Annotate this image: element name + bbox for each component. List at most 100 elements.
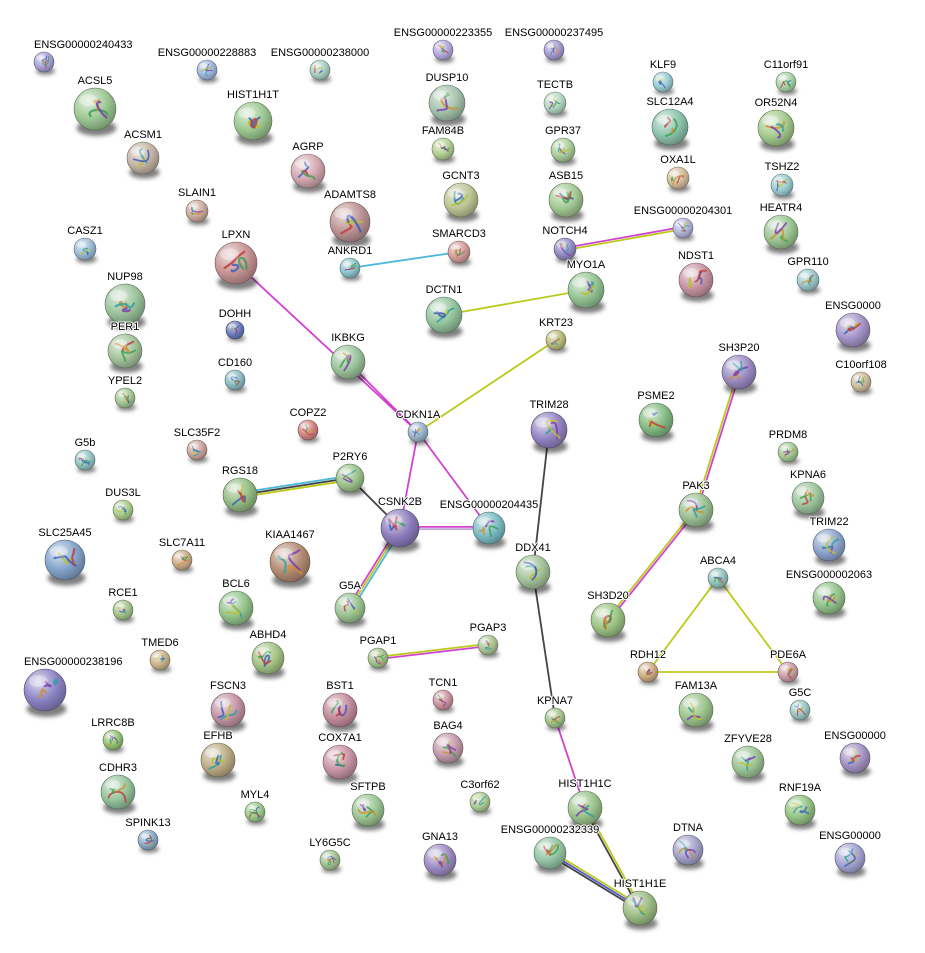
node-LRRC8B[interactable]: LRRC8B	[90, 716, 136, 753]
node-RNF19A[interactable]: RNF19A	[778, 781, 823, 830]
node-RDH12[interactable]: RDH12	[629, 648, 667, 685]
node-ENSG00000228883[interactable]: ENSG00000228883	[157, 46, 257, 83]
node-SH3D20[interactable]: SH3D20	[586, 589, 630, 642]
node-KIAA1467[interactable]: KIAA1467	[264, 528, 316, 588]
node-PRDM8[interactable]: PRDM8	[768, 428, 808, 465]
node-DDX41[interactable]: DDX41	[514, 541, 552, 594]
node-TCN1[interactable]: TCN1	[428, 676, 458, 713]
node-KLF9[interactable]: KLF9	[649, 58, 677, 95]
node-ZFYVE28[interactable]: ZFYVE28	[723, 732, 773, 783]
edge-LPXN-CDKN1A[interactable]	[235, 262, 419, 433]
node-ENSG-R2[interactable]: ENSG000002063	[785, 568, 873, 619]
node-SLC25A45[interactable]: SLC25A45	[37, 526, 93, 586]
edge-RGS18-P2RY6[interactable]	[239, 474, 351, 499]
node-COPZ2[interactable]: COPZ2	[289, 406, 327, 443]
node-ENSG00000223355[interactable]: ENSG00000223355	[393, 26, 493, 63]
node-DOHH[interactable]: DOHH	[218, 307, 252, 342]
node-ENSG00000238196[interactable]: ENSG00000238196	[23, 655, 123, 717]
node-FSCN3[interactable]: FSCN3	[209, 679, 247, 732]
edge-PGAP1-PGAP3[interactable]	[377, 643, 489, 660]
node-PER1[interactable]: PER1	[107, 320, 143, 373]
node-SLC12A4[interactable]: SLC12A4	[645, 95, 695, 151]
node-RGS18[interactable]: RGS18	[221, 464, 259, 517]
node-SLC35F2[interactable]: SLC35F2	[173, 426, 221, 463]
node-PAK3[interactable]: PAK3	[678, 479, 714, 532]
node-HIST1H1T[interactable]: HIST1H1T	[226, 88, 280, 146]
node-TSHZ2[interactable]: TSHZ2	[764, 160, 800, 200]
node-SLC7A11[interactable]: SLC7A11	[158, 536, 206, 573]
node-FAM13A[interactable]: FAM13A	[674, 679, 719, 732]
node-YPEL2[interactable]: YPEL2	[107, 374, 143, 411]
node-PDE6A[interactable]: PDE6A	[769, 648, 808, 685]
node-MYL4[interactable]: MYL4	[240, 788, 270, 825]
node-ANKRD1[interactable]: ANKRD1	[327, 244, 373, 281]
node-ENSG00000238000[interactable]: ENSG00000238000	[270, 46, 370, 83]
node-LPXN[interactable]: LPXN	[214, 228, 258, 290]
node-GPR37[interactable]: GPR37	[544, 124, 582, 166]
node-DUS3L[interactable]: DUS3L	[104, 486, 142, 523]
node-ADAMTS8[interactable]: ADAMTS8	[323, 188, 377, 248]
node-BAG4[interactable]: BAG4	[432, 719, 464, 768]
node-HIST1H1C[interactable]: HIST1H1C	[557, 777, 613, 830]
node-OR52N4[interactable]: OR52N4	[754, 96, 798, 152]
node-ACSL5[interactable]: ACSL5	[73, 74, 117, 136]
edge-SH3P20-PAK3[interactable]	[694, 371, 741, 511]
node-KPNA6[interactable]: KPNA6	[789, 468, 827, 519]
node-PGAP1[interactable]: PGAP1	[359, 634, 397, 671]
node-OXA1L[interactable]: OXA1L	[659, 153, 697, 193]
node-GCNT3[interactable]: GCNT3	[441, 169, 481, 222]
node-SFTPB[interactable]: SFTPB	[349, 780, 387, 831]
edge-CDKN1A-ENSG00000204435[interactable]	[417, 431, 490, 529]
node-CSNK2B[interactable]: CSNK2B	[377, 495, 423, 553]
node-GNA13[interactable]: GNA13	[421, 830, 459, 881]
edge-DDX41-KPNA7[interactable]	[532, 571, 556, 719]
node-ENSG-R4[interactable]: ENSG00000	[818, 829, 882, 878]
node-COX7A1[interactable]: COX7A1	[317, 731, 363, 784]
node-ENSG00000232339[interactable]: ENSG00000232339	[500, 823, 600, 874]
node-TMED6[interactable]: TMED6	[140, 636, 180, 673]
edge-ABCA4-RDH12[interactable]	[647, 577, 719, 673]
edge-ABCA4-PDE6A[interactable]	[717, 577, 789, 673]
node-C3orf62[interactable]: C3orf62	[459, 778, 501, 815]
node-LY6G5C[interactable]: LY6G5C	[308, 836, 352, 873]
node-DTNA[interactable]: DTNA	[672, 821, 705, 870]
node-HEATR4[interactable]: HEATR4	[759, 201, 803, 254]
node-CDHR3[interactable]: CDHR3	[98, 761, 138, 814]
edge-TRIM28-DDX41[interactable]	[532, 429, 550, 573]
node-FAM84B[interactable]: FAM84B	[421, 124, 465, 164]
node-RCE1[interactable]: RCE1	[107, 586, 139, 623]
edge-ANKRD1-SMARCD3[interactable]	[349, 251, 460, 269]
node-G5C[interactable]: G5C	[788, 686, 812, 723]
node-C11orf91[interactable]: C11orf91	[763, 58, 809, 95]
node-NUP98[interactable]: NUP98	[104, 270, 146, 330]
node-G5A[interactable]: G5A	[334, 579, 366, 628]
node-SH3P20[interactable]: SH3P20	[718, 341, 760, 394]
node-KPNA7[interactable]: KPNA7	[536, 694, 574, 731]
node-BCL6[interactable]: BCL6	[218, 577, 254, 630]
node-ABCA4[interactable]: ABCA4	[699, 554, 737, 591]
node-GPR110[interactable]: GPR110	[786, 255, 830, 295]
node-MYO1A[interactable]: MYO1A	[566, 258, 607, 314]
node-ENSG00000204301[interactable]: ENSG00000204301	[633, 204, 733, 241]
node-KRT23[interactable]: KRT23	[538, 316, 574, 353]
node-CD160[interactable]: CD160	[217, 356, 253, 393]
node-IKBKG[interactable]: IKBKG	[330, 331, 366, 384]
node-NOTCH4[interactable]: NOTCH4	[541, 224, 589, 264]
node-ASB15[interactable]: ASB15	[548, 169, 584, 222]
node-ENSG-R3[interactable]: ENSG00000	[823, 729, 887, 778]
node-G5b[interactable]: G5b	[74, 436, 96, 473]
node-ACSM1[interactable]: ACSM1	[123, 128, 163, 179]
node-C10orf108[interactable]: C10orf108	[834, 358, 888, 395]
node-TRIM28[interactable]: TRIM28	[528, 398, 570, 454]
node-SPINK13[interactable]: SPINK13	[124, 816, 172, 853]
node-TRIM22[interactable]: TRIM22	[808, 515, 850, 566]
node-HIST1H1E[interactable]: HIST1H1E	[613, 877, 667, 930]
node-ENSG00000240433[interactable]: ENSG00000240433	[33, 38, 133, 75]
node-NDST1[interactable]: NDST1	[677, 249, 715, 302]
node-SMARCD3[interactable]: SMARCD3	[431, 227, 487, 267]
node-PGAP3[interactable]: PGAP3	[469, 621, 507, 658]
edge-KRT23-CDKN1A[interactable]	[417, 339, 557, 433]
node-ENSG00000237495[interactable]: ENSG00000237495	[504, 26, 604, 63]
node-DCTN1[interactable]: DCTN1	[425, 283, 463, 339]
